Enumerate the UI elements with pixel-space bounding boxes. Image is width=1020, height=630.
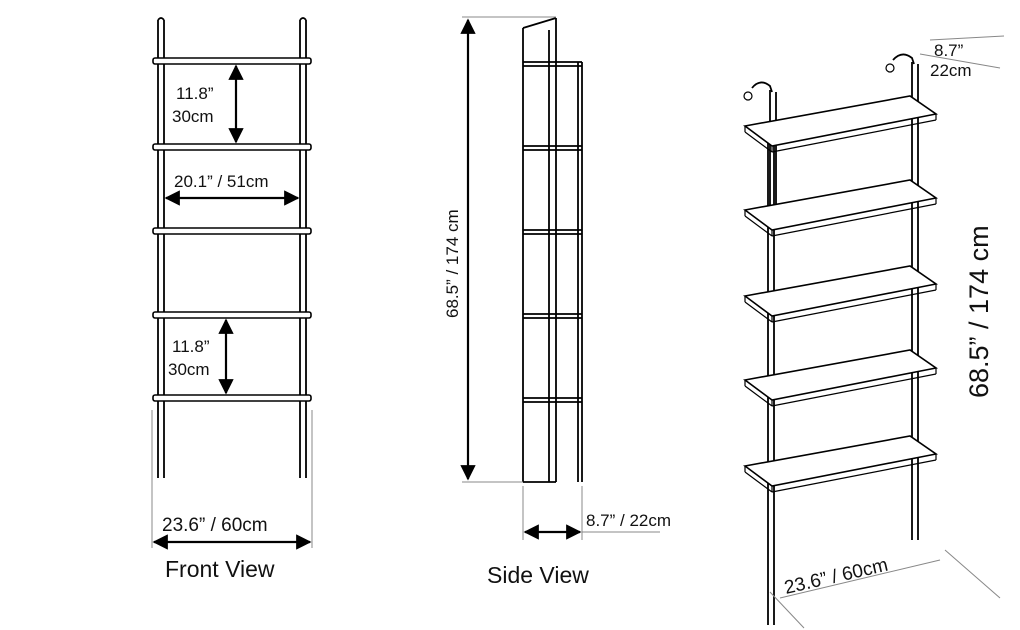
side-height: 68.5” / 174 cm: [443, 209, 462, 318]
side-depth: 8.7” / 22cm: [586, 511, 671, 530]
front-inner-width: 20.1” / 51cm: [174, 172, 269, 191]
perspective-height: 68.5” / 174 cm: [964, 225, 994, 398]
perspective-shelves: [743, 95, 939, 493]
front-gap-top-cm: 30cm: [172, 107, 214, 126]
perspective-width: 23.6” / 60cm: [782, 555, 890, 599]
perspective-view: 8.7” 22cm 68.5” / 174 cm 23.6” / 60cm: [743, 35, 1005, 629]
front-view-title: Front View: [165, 556, 275, 582]
front-view-rails: [157, 17, 307, 478]
side-view-frame: [522, 17, 583, 483]
perspective-depth-in: 8.7”: [934, 41, 964, 60]
front-total-width: 23.6” / 60cm: [162, 515, 268, 536]
perspective-depth-cm: 22cm: [930, 61, 972, 80]
front-gap-top-in: 11.8”: [176, 84, 214, 103]
front-view: 11.8” 30cm 20.1” / 51cm 11.8” 30cm 23.6”…: [151, 17, 313, 582]
side-view-title: Side View: [487, 562, 589, 588]
side-view: 68.5” / 174 cm 8.7” / 22cm Side View: [443, 16, 671, 588]
front-gap-bottom-in: 11.8”: [172, 337, 210, 356]
front-view-shelves: [152, 57, 312, 402]
front-gap-bottom-cm: 30cm: [168, 360, 210, 379]
